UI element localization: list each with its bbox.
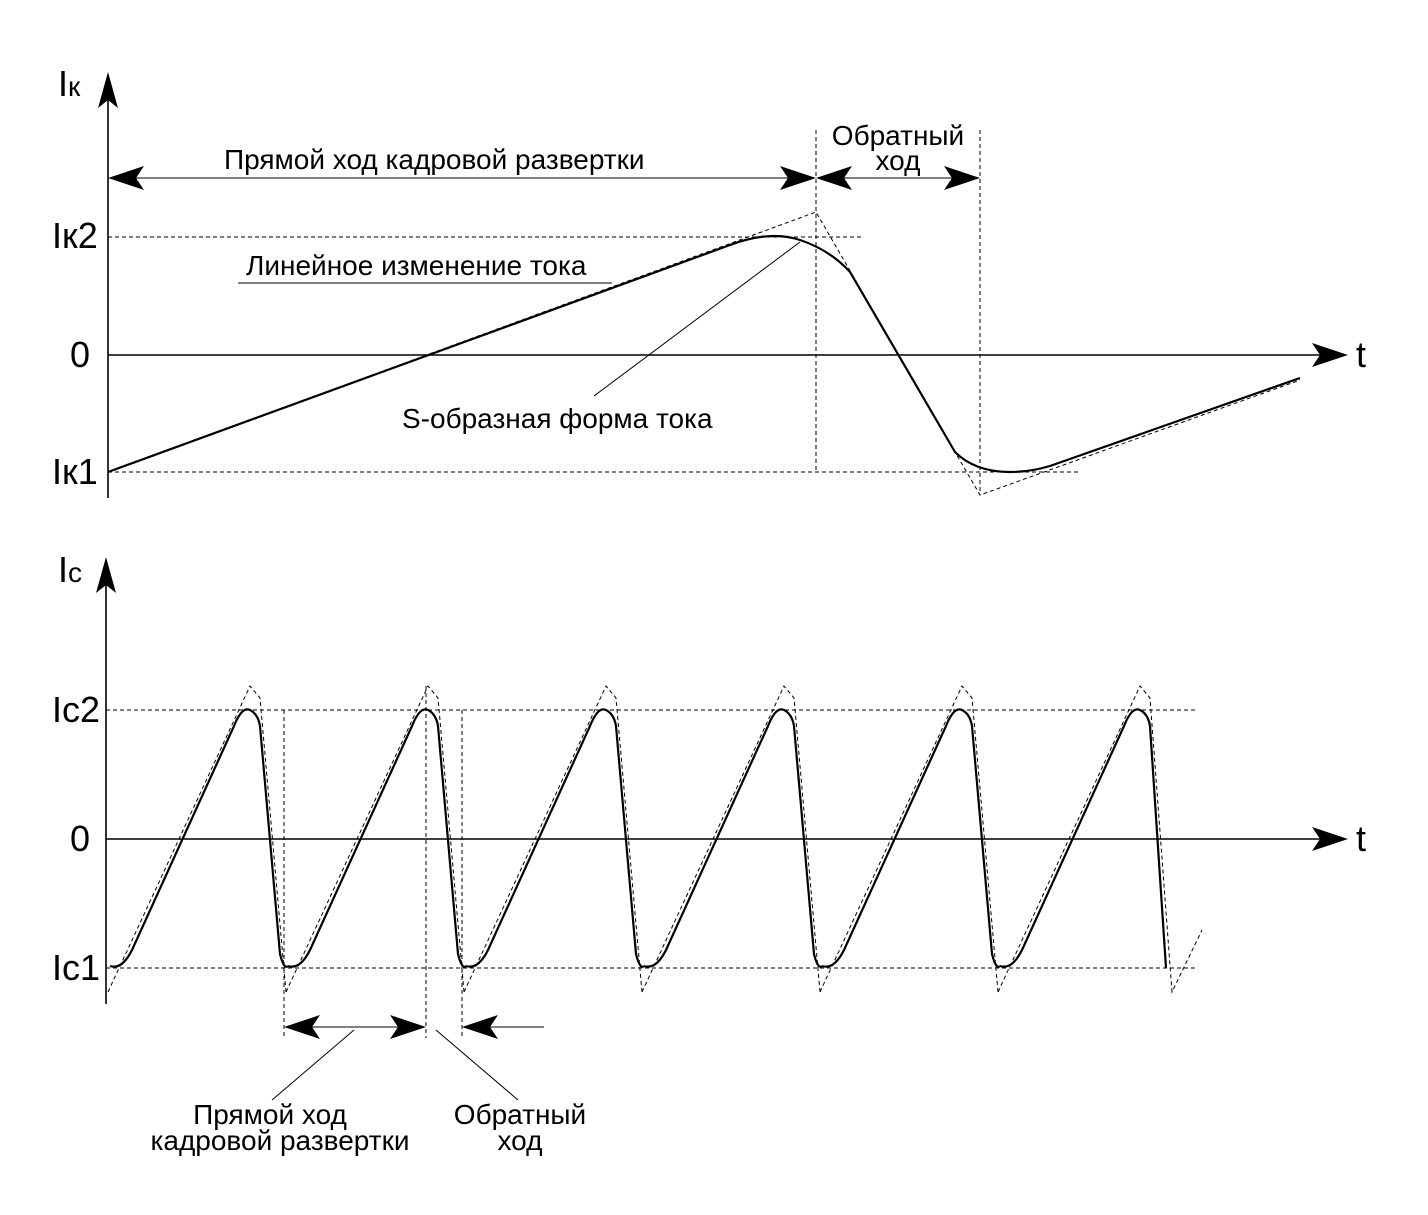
top-forward-span-left-arrow (108, 166, 144, 190)
bottom-forward-leader (271, 1029, 355, 1101)
bottom-level1-label: Ic1 (52, 947, 100, 988)
top-y-axis-arrowhead (98, 72, 118, 108)
top-level2-label: Iк2 (52, 215, 98, 256)
top-retrace-span-left-arrow (816, 166, 852, 190)
bottom-plot: Ic t 0 Ic2 Ic1 Прямой ход кадровой разве… (52, 549, 1366, 1156)
bottom-forward-span-right-arrow (390, 1015, 426, 1039)
bottom-retrace-leader (435, 1029, 519, 1101)
bottom-ideal-sawtooth-2 (285, 685, 465, 993)
top-level1-label: Iк1 (52, 451, 98, 492)
top-forward-label: Прямой ход кадровой развертки (224, 144, 645, 175)
top-s-shape-leader (593, 241, 801, 397)
bottom-forward-label-line2: кадровой развертки (151, 1125, 410, 1156)
bottom-forward-span-left-arrow (284, 1015, 320, 1039)
bottom-retrace-span-left-arrow (462, 1015, 498, 1039)
bottom-forward-label-line1: Прямой ход (193, 1099, 347, 1130)
top-forward-span-right-arrow (780, 166, 816, 190)
top-plot: Iк t 0 Iк2 Iк1 Прямой ход кадровой разве… (52, 63, 1366, 498)
top-retrace-label-line2: ход (876, 145, 921, 176)
bottom-sawtooth-waves (107, 685, 1203, 994)
top-retrace-span-right-arrow (944, 166, 980, 190)
top-s-shape-label: S-образная форма тока (402, 403, 713, 434)
top-y-axis-label: Iк (58, 63, 81, 104)
top-zero-label: 0 (70, 334, 90, 375)
bottom-sawtooth-period-1 (109, 708, 289, 968)
top-x-axis-arrowhead (1312, 343, 1348, 367)
bottom-x-axis-arrowhead (1312, 827, 1348, 851)
bottom-sawtooth-period-3 (465, 708, 645, 968)
bottom-x-axis-label: t (1356, 818, 1366, 859)
bottom-retrace-label-line2: ход (498, 1125, 543, 1156)
bottom-sawtooth-period-6 (999, 708, 1168, 969)
bottom-ideal-sawtooth-5 (819, 685, 999, 993)
top-s-shaped-current (107, 234, 1301, 474)
bottom-ideal-sawtooth-1 (107, 685, 287, 993)
top-retrace-label-line1: Обратный (832, 120, 964, 151)
bottom-ideal-sawtooth-6 (997, 685, 1203, 994)
top-x-axis-label: t (1356, 334, 1366, 375)
bottom-ideal-sawtooth-4 (641, 685, 821, 993)
bottom-sawtooth-period-5 (821, 708, 1001, 968)
bottom-sawtooth-period-2 (287, 708, 467, 968)
top-linear-label: Линейное изменение тока (246, 250, 587, 281)
bottom-zero-label: 0 (70, 818, 90, 859)
bottom-ideal-sawtooth-3 (463, 685, 643, 993)
bottom-y-axis-arrowhead (96, 557, 116, 593)
bottom-level2-label: Ic2 (52, 689, 100, 730)
bottom-sawtooth-period-4 (643, 708, 823, 968)
bottom-retrace-label-line1: Обратный (454, 1099, 586, 1130)
bottom-y-axis-label: Ic (58, 549, 82, 590)
